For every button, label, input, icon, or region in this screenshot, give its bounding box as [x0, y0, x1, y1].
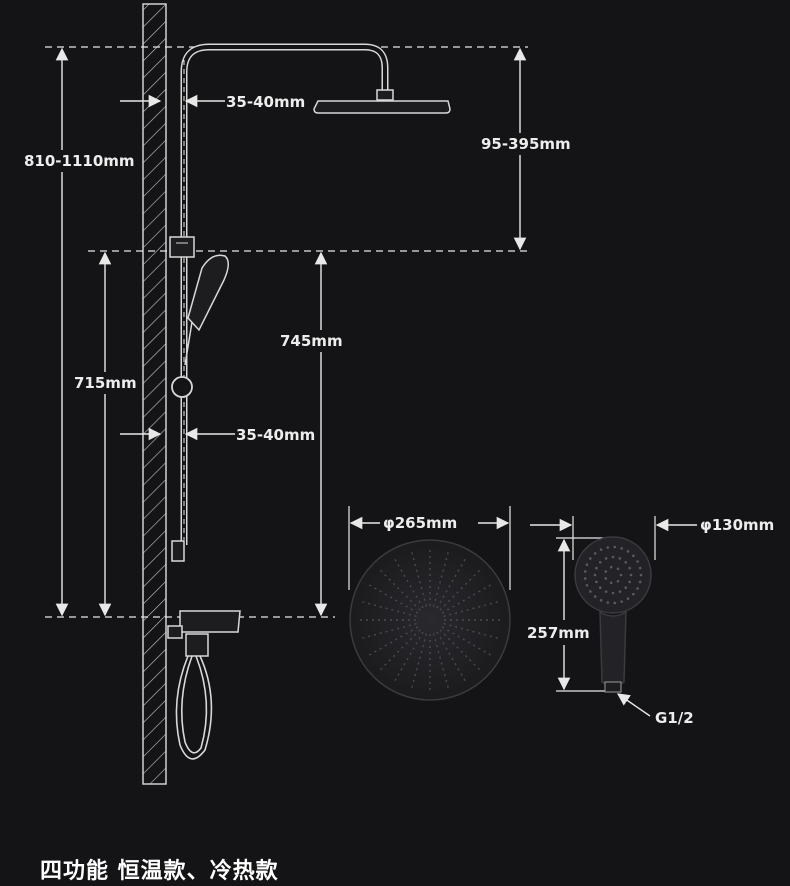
nozzle-ray [410, 550, 428, 607]
overhead-diameter-label: φ265mm [383, 514, 457, 532]
overhead-shower-head [313, 89, 451, 114]
slide-bracket [169, 236, 195, 258]
nozzle-ray [432, 633, 450, 690]
nozzle-dot [613, 545, 617, 549]
nozzle-dot [589, 557, 592, 560]
rail-height-label: 715mm [74, 374, 137, 392]
nozzle-dot [620, 547, 623, 550]
nozzle-ray [393, 557, 424, 609]
nozzle-dot [616, 567, 620, 571]
nozzle-ray [378, 568, 421, 611]
product-caption: 四功能 恒温款、冷热款 [40, 859, 279, 884]
nozzle-ray [360, 622, 417, 640]
nozzle-dot [626, 597, 630, 600]
nozzle-dot [618, 590, 622, 593]
nozzle-dot [639, 573, 643, 577]
nozzle-dot [606, 601, 610, 604]
nozzle-dot [632, 554, 635, 558]
nozzle-dot [611, 555, 615, 559]
handheld-nozzles [583, 545, 643, 605]
shower-column [180, 43, 389, 545]
wall [142, 3, 167, 785]
thread-size-label: G1/2 [655, 709, 694, 727]
nozzle-ray [432, 550, 450, 607]
nozzle-dot [595, 566, 598, 570]
nozzle-dot [636, 560, 639, 563]
nozzle-dot [624, 560, 628, 564]
nozzle-dot [583, 570, 587, 573]
nozzle-ray [367, 626, 419, 657]
hand-shower [184, 254, 229, 366]
nozzle-dot [598, 586, 602, 590]
nozzle-dot [599, 599, 603, 602]
nozzle-ray [439, 568, 482, 611]
nozzle-ray [439, 629, 482, 672]
nozzle-dot [604, 577, 608, 580]
head-drop-label: 95-395mm [481, 135, 571, 153]
nozzle-ray [360, 600, 417, 618]
mixer-valve [167, 540, 241, 657]
bracket-height-label: 745mm [280, 332, 343, 350]
nozzle-rays [358, 548, 502, 692]
handheld-length-label: 257mm [527, 624, 590, 642]
nozzle-dot [632, 592, 635, 596]
nozzle-ray [436, 631, 467, 683]
overhead-shower-top-view: φ265mm [348, 506, 511, 701]
nozzle-dot [606, 546, 610, 549]
nozzle-dot [618, 557, 622, 560]
nozzle-dot [619, 573, 623, 577]
nozzle-dot [624, 586, 628, 590]
nozzle-dot [583, 577, 587, 580]
nozzle-dot [585, 584, 589, 587]
nozzle-dot [616, 579, 620, 583]
nozzle-dot [585, 563, 589, 566]
nozzle-dot [604, 557, 608, 560]
nozzle-ray [378, 629, 421, 672]
nozzle-ray [443, 622, 500, 640]
nozzle-dot [595, 580, 598, 584]
nozzle-ray [443, 600, 500, 618]
nozzle-ray [436, 557, 467, 609]
nozzle-ray [410, 633, 428, 690]
nozzle-dot [599, 548, 603, 551]
nozzle-dot [609, 565, 613, 569]
dimension-labels: 810-1110mm 35-40mm 95-395mm 745mm 715mm … [20, 93, 571, 444]
nozzle-ray [441, 626, 493, 657]
nozzle-dot [613, 601, 617, 605]
nozzle-dot [626, 550, 630, 553]
nozzle-dot [593, 573, 597, 577]
handheld-diameter-label: φ130mm [700, 516, 774, 534]
nozzle-dot [628, 566, 631, 570]
shower-hose [175, 655, 213, 760]
nozzle-dot [636, 587, 639, 590]
hand-shower-front-view: φ130mm 257mm G1/2 [527, 516, 774, 727]
nozzle-ray [393, 631, 424, 683]
nozzle-dot [638, 566, 642, 570]
nozzle-ray [367, 583, 419, 614]
dimension-arrows [55, 47, 527, 617]
total-height-label: 810-1110mm [24, 152, 135, 170]
diverter-knob [171, 376, 193, 398]
top-wall-gap-label: 35-40mm [226, 93, 305, 111]
nozzle-dot [598, 560, 602, 564]
nozzle-dot [589, 590, 592, 593]
nozzle-dot [611, 591, 615, 595]
nozzle-dot [629, 573, 633, 577]
nozzle-dot [604, 590, 608, 593]
nozzle-dot [638, 580, 642, 584]
nozzle-dot [628, 580, 631, 584]
nozzle-dot [609, 581, 613, 585]
nozzle-dot [604, 570, 608, 573]
nozzle-ray [441, 583, 493, 614]
bottom-wall-gap-label: 35-40mm [236, 426, 315, 444]
nozzle-dot [593, 595, 597, 598]
nozzle-dot [620, 600, 623, 603]
nozzle-dot [593, 552, 597, 555]
